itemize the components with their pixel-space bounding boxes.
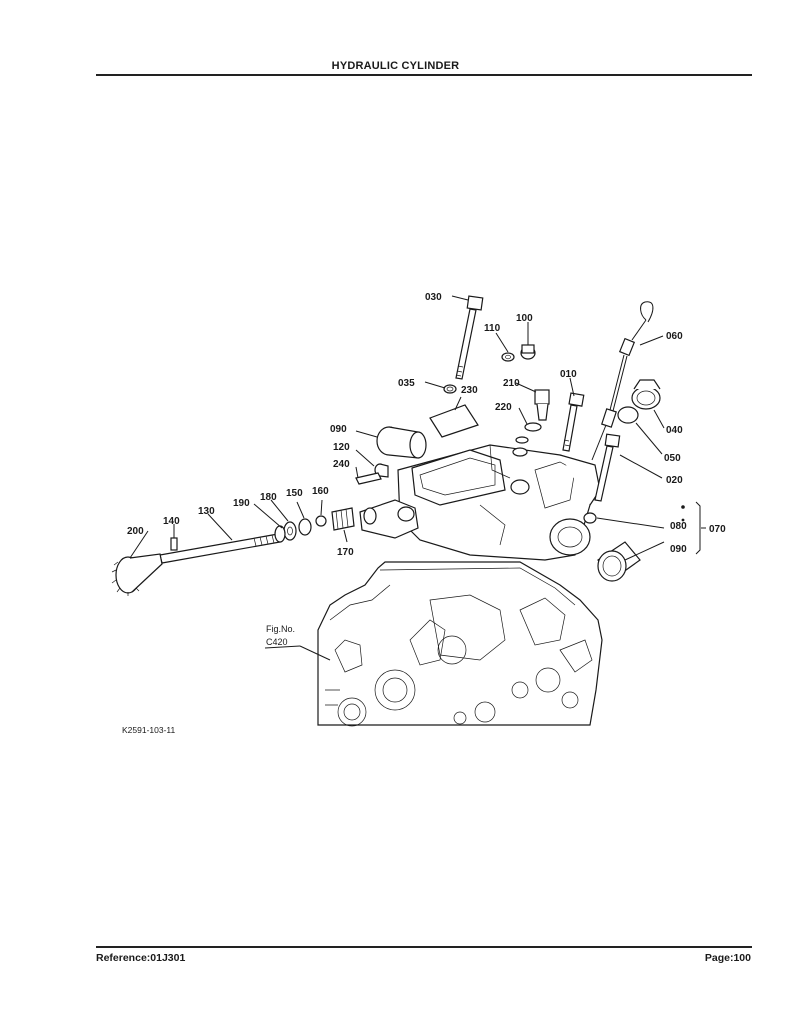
label-010: 010 bbox=[560, 369, 577, 380]
label-160: 160 bbox=[312, 486, 329, 497]
header-rule bbox=[96, 74, 752, 76]
reference-code: Reference:01J301 bbox=[96, 952, 186, 964]
label-220: 220 bbox=[495, 402, 512, 413]
plug-100 bbox=[520, 344, 536, 360]
label-050: 050 bbox=[664, 453, 681, 464]
part-labels: 030 100 110 060 035 230 210 010 220 040 … bbox=[127, 292, 726, 558]
label-090-upper: 090 bbox=[330, 424, 347, 435]
fig-ref-number: C420 bbox=[266, 637, 288, 647]
bolt-010 bbox=[562, 392, 585, 452]
label-035: 035 bbox=[398, 378, 415, 389]
key-240 bbox=[355, 472, 382, 485]
image-code: K2591-103-11 bbox=[122, 725, 176, 735]
label-060: 060 bbox=[666, 331, 683, 342]
label-170: 170 bbox=[337, 547, 354, 558]
hydraulic-cylinder-housing bbox=[359, 444, 601, 561]
label-190: 190 bbox=[233, 498, 250, 509]
bushing-090-right bbox=[597, 541, 641, 582]
washer-190 bbox=[274, 525, 286, 543]
bolt-030 bbox=[455, 295, 484, 380]
pin-140 bbox=[170, 537, 178, 551]
o-ring-050 bbox=[617, 406, 639, 424]
ring-150 bbox=[298, 518, 312, 536]
bushing-090-left bbox=[376, 426, 427, 459]
label-210: 210 bbox=[503, 378, 520, 389]
shaft-130 bbox=[159, 533, 281, 564]
label-200: 200 bbox=[127, 526, 144, 537]
label-070: 070 bbox=[709, 524, 726, 535]
label-120: 120 bbox=[333, 442, 350, 453]
washer-035 bbox=[443, 384, 457, 394]
cap-040 bbox=[631, 379, 661, 410]
valve-210 bbox=[534, 389, 550, 421]
fig-ref-label: Fig.No. bbox=[266, 624, 295, 634]
label-110: 110 bbox=[484, 323, 501, 334]
label-180: 180 bbox=[260, 492, 277, 503]
spring-170 bbox=[331, 507, 355, 531]
label-130: 130 bbox=[198, 506, 215, 517]
transmission-case bbox=[317, 561, 603, 727]
bolt-020 bbox=[594, 433, 621, 502]
dipstick-060 bbox=[591, 301, 654, 461]
leader-lines bbox=[129, 295, 706, 661]
washer-110 bbox=[501, 352, 515, 362]
label-040: 040 bbox=[666, 425, 683, 436]
gasket-230 bbox=[429, 404, 479, 438]
page-number: Page:100 bbox=[704, 952, 751, 964]
label-080: 080 bbox=[670, 521, 687, 532]
ball-160 bbox=[315, 515, 327, 527]
label-030: 030 bbox=[425, 292, 442, 303]
label-090-lower: 090 bbox=[670, 544, 687, 555]
label-230: 230 bbox=[461, 385, 478, 396]
label-020: 020 bbox=[666, 475, 683, 486]
label-150: 150 bbox=[286, 488, 303, 499]
label-100: 100 bbox=[516, 313, 533, 324]
gear-200 bbox=[111, 553, 163, 596]
page-title: HYDRAULIC CYLINDER bbox=[331, 60, 460, 72]
o-ring-220 bbox=[515, 422, 542, 444]
label-240: 240 bbox=[333, 459, 350, 470]
washer-180 bbox=[283, 521, 297, 541]
footer-rule bbox=[96, 946, 752, 948]
label-140: 140 bbox=[163, 516, 180, 527]
